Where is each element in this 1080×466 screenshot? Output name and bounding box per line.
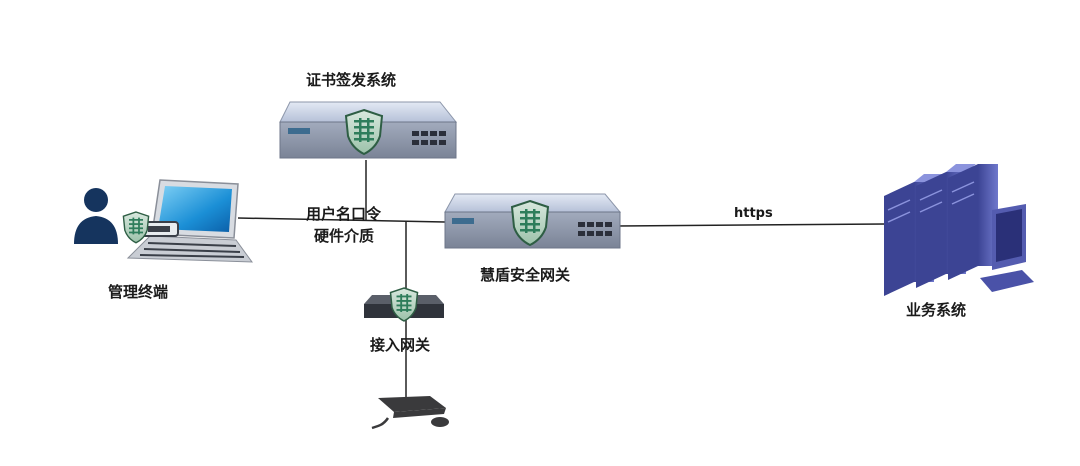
connection-lines xyxy=(237,160,886,408)
line-terminal-to-gateway xyxy=(237,217,446,223)
cert-system-device-icon xyxy=(279,101,458,159)
client-device-icon xyxy=(371,396,449,430)
cert-system-label: 证书签发系统 xyxy=(306,71,397,89)
business-system-servers-icon xyxy=(884,164,1034,296)
auth-method-label-1: 用户名口令 xyxy=(306,205,382,223)
access-gateway-label: 接入网关 xyxy=(370,336,431,354)
line-gateway-to-business xyxy=(614,223,886,227)
security-gateway-device-icon xyxy=(444,193,622,249)
management-terminal-icon xyxy=(74,179,254,263)
security-gateway-label: 慧盾安全网关 xyxy=(480,266,571,284)
management-terminal-label: 管理终端 xyxy=(108,283,169,301)
business-system-label: 业务系统 xyxy=(906,301,967,319)
auth-method-label-2: 硬件介质 xyxy=(314,227,375,245)
access-gateway-device-icon xyxy=(364,287,444,322)
https-label: https xyxy=(734,206,773,221)
user-icon xyxy=(84,188,108,212)
